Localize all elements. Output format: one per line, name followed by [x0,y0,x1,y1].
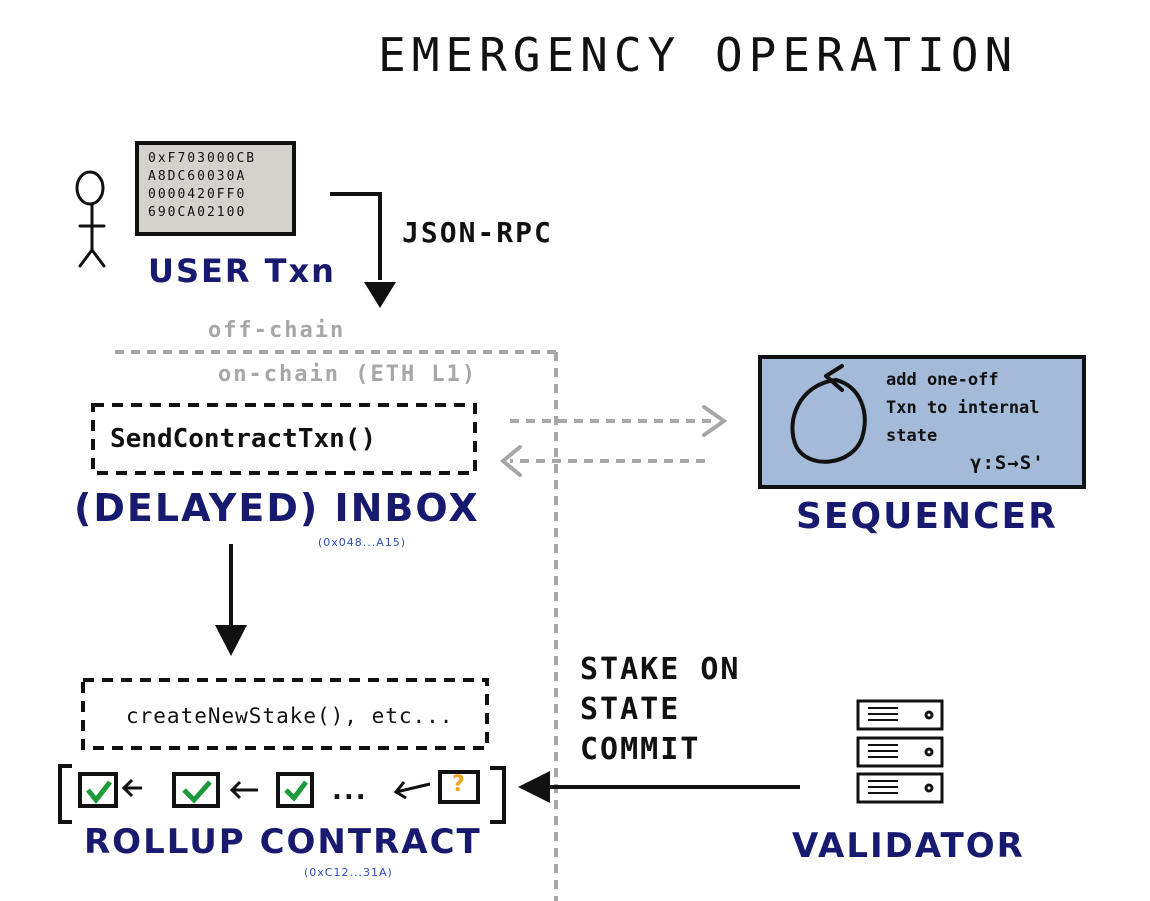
json-rpc-label: JSON-RPC [402,216,553,249]
sequencer-arrowheads [499,405,728,477]
inbox-call-text: SendContractTxn() [110,424,377,454]
chain-boundary-line [115,350,558,901]
validator-label: VALIDATOR [792,826,1025,866]
node-link-arrow [121,778,142,798]
stake-commit-line: STATE [580,692,681,727]
sequencer-note: add one-off Txn to internal state [886,366,1040,450]
stake-commit-line: COMMIT [580,732,701,767]
off-chain-label: off-chain [208,318,346,343]
pending-node-mark: ? [452,772,465,797]
json-rpc-arrow [330,192,382,280]
validator-arrowhead [518,771,550,803]
json-rpc-arrowhead [364,282,396,308]
inbox-to-rollup-arrowhead [215,625,247,656]
node-link-arrow [393,781,431,800]
confirmed-node-2 [172,772,220,808]
stake-commit-label: STAKE ON STATE COMMIT [580,650,741,770]
rollup-chain-left-bracket [58,764,72,824]
sequencer-note-line: add one-off [886,370,999,390]
hex-line: 0xF703000CB [148,151,257,166]
sequencer-label: SEQUENCER [796,496,1058,537]
hex-line: 690CA02100 [148,205,247,220]
rollup-contract-address: (0xC12...31A) [304,866,393,879]
server-stack-icon [856,699,944,804]
inbox-label: (DELAYED) INBOX [74,486,480,530]
user-stick-figure-icon [75,170,106,268]
inbox-address: (0x048...A15) [318,536,407,549]
node-link-arrow [229,780,258,800]
sequencer-exchange-arrows [510,419,712,463]
rollup-contract-label: ROLLUP CONTRACT [84,822,482,862]
pending-node [438,770,480,804]
inbox-call-box [91,403,477,475]
user-txn-label: USER Txn [148,252,336,290]
sequencer-box [758,355,1086,489]
sequencer-note-line: Txn to internal [886,398,1040,418]
state-transition-label: γ:S→S' [970,452,1045,474]
stake-commit-line: STAKE ON [580,652,741,687]
diagram-title: EMERGENCY OPERATION [378,28,1019,82]
rollup-call-box [81,678,489,750]
confirmed-node-1 [78,772,118,808]
sequencer-note-line: state [886,426,938,446]
hex-line: 0000420FF0 [148,187,247,202]
loop-arrow-icon [790,364,867,464]
confirmed-node-3 [276,772,314,808]
rollup-chain-right-bracket [490,766,506,824]
rollup-call-text: createNewStake(), etc... [126,704,454,728]
on-chain-label: on-chain (ETH L1) [218,362,478,387]
user-txn-hex-panel [135,141,296,236]
hex-line: A8DC60030A [148,169,247,184]
user-txn-hex-data: 0xF703000CB A8DC60030A 0000420FF0 690CA0… [138,144,292,232]
rollup-chain-ellipsis: ... [332,776,368,806]
